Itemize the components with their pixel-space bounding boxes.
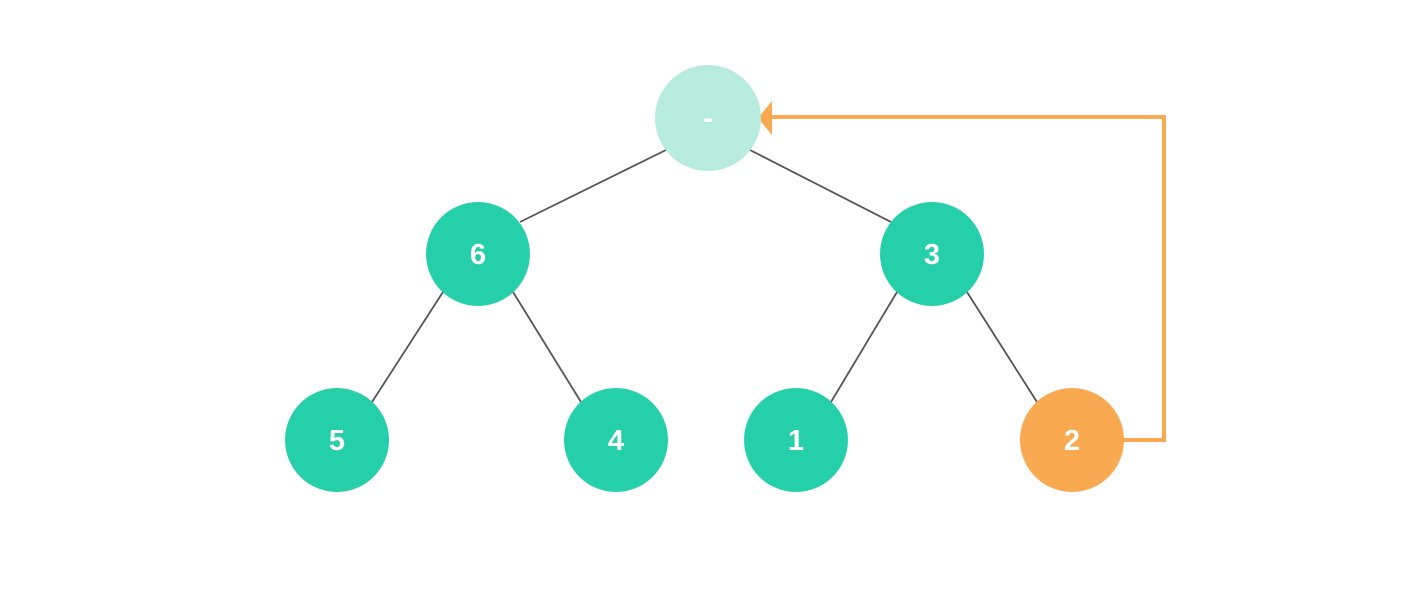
node-label-n1: 1 — [788, 425, 804, 457]
node-circle-n3[interactable] — [880, 202, 984, 306]
tree-node-4[interactable]: 4 — [564, 388, 668, 492]
node-label-n4: 4 — [608, 425, 624, 457]
tree-edge-root-n6 — [519, 149, 667, 223]
tree-node-3[interactable]: 3 — [880, 202, 984, 306]
tree-node-empty[interactable]: - — [655, 65, 761, 171]
tree-edge-n3-n1 — [830, 291, 898, 403]
node-circle-n1[interactable] — [744, 388, 848, 492]
tree-edge-root-n3 — [749, 149, 892, 223]
tree-node-2[interactable]: 2 — [1020, 388, 1124, 492]
tree-edges-group — [371, 149, 1038, 403]
tree-node-6[interactable]: 6 — [426, 202, 530, 306]
node-circle-root[interactable] — [655, 65, 761, 171]
arrow-head-icon — [758, 101, 772, 135]
node-circle-n6[interactable] — [426, 202, 530, 306]
node-label-n3: 3 — [924, 239, 940, 271]
node-circle-n5[interactable] — [285, 388, 389, 492]
pointer-arrow-group — [758, 101, 1166, 442]
tree-nodes-group: - 6 3 5 4 1 2 — [285, 65, 1124, 492]
node-circle-n4[interactable] — [564, 388, 668, 492]
tree-node-1[interactable]: 1 — [744, 388, 848, 492]
tree-edge-n6-n5 — [371, 291, 444, 403]
node-circle-n2[interactable] — [1020, 388, 1124, 492]
node-label-n5: 5 — [329, 425, 345, 457]
tree-node-5[interactable]: 5 — [285, 388, 389, 492]
tree-edge-n6-n4 — [512, 291, 582, 403]
node-label-root: - — [703, 103, 713, 135]
tree-edge-n3-n2 — [966, 291, 1038, 403]
node-label-n2: 2 — [1064, 425, 1080, 457]
pointer-line — [772, 115, 1166, 442]
node-label-n6: 6 — [470, 239, 486, 271]
